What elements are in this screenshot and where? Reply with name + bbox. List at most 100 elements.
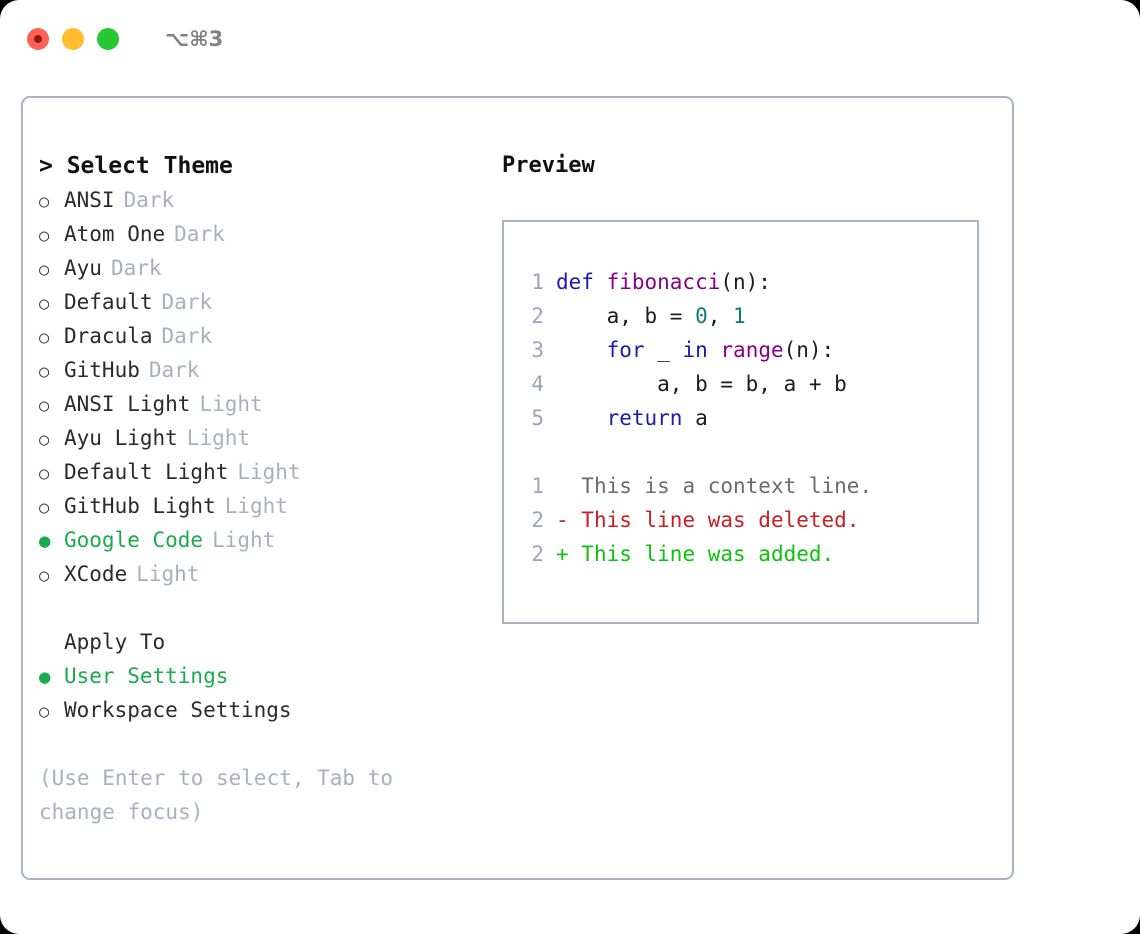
minimize-window-button[interactable] [62, 28, 84, 50]
theme-item-variant: Dark [161, 324, 213, 348]
apply-to-item-user-settings[interactable]: ● User Settings [39, 659, 499, 693]
code-token-pln: , [707, 304, 734, 328]
code-token-pln: _ [644, 338, 683, 362]
apply-to-item-workspace-settings[interactable]: ○ Workspace Settings [39, 693, 499, 727]
code-line-number: 2 [531, 304, 544, 328]
code-token-num: 0 [695, 304, 708, 328]
code-token-kw: return [606, 406, 683, 430]
radio-unselected-icon: ○ [39, 702, 50, 722]
code-token-pln: (n): [783, 338, 835, 362]
radio-unselected-icon: ○ [39, 192, 50, 212]
diff-sample: 1 This is a context line. 2- This line wa… [518, 469, 969, 571]
code-token-pln [556, 338, 607, 362]
code-line: 4 a, b = b, a + b [518, 367, 969, 401]
diff-line-number: 1 [531, 474, 544, 498]
code-token-kw: in [682, 338, 708, 362]
traffic-light-group [27, 28, 119, 50]
code-line: 3 for _ in range(n): [518, 333, 969, 367]
radio-unselected-icon: ○ [39, 498, 50, 518]
code-line: 5 return a [518, 401, 969, 435]
theme-item-label: XCode [64, 562, 128, 586]
code-token-kw: def [556, 270, 607, 294]
code-line-text: def fibonacci(n): [556, 265, 771, 299]
theme-item-label: Default [64, 290, 153, 314]
theme-item-label: Default Light [64, 460, 229, 484]
radio-selected-icon: ● [39, 666, 51, 688]
theme-item-variant: Light [237, 460, 301, 484]
keyboard-hint-text: (Use Enter to select, Tab to change focu… [39, 766, 394, 824]
theme-item-label: Ayu Light [64, 426, 178, 450]
diff-line-del: 2- This line was deleted. [518, 503, 969, 537]
theme-item-default-light[interactable]: ○ Default Light Light [39, 455, 499, 489]
code-line: 2 a, b = 0, 1 [518, 299, 969, 333]
theme-item-ansi[interactable]: ○ ANSI Dark [39, 183, 499, 217]
theme-item-label: Atom One [64, 222, 166, 246]
apply-to-heading: ○ Apply To [64, 630, 166, 654]
theme-item-dracula[interactable]: ○ Dracula Dark [39, 319, 499, 353]
apply-to-item-label: User Settings [64, 664, 229, 688]
code-token-num: 1 [733, 304, 746, 328]
diff-line-number: 2 [531, 542, 544, 566]
radio-unselected-icon: ○ [39, 226, 50, 246]
window-shortcut-label: ⌥⌘3 [165, 27, 224, 51]
maximize-window-button[interactable] [97, 28, 119, 50]
code-line-text: for _ in range(n): [556, 333, 835, 367]
apply-to-item-label: Workspace Settings [64, 698, 292, 722]
radio-unselected-icon: ○ [39, 464, 50, 484]
window-titlebar: ⌥⌘3 [0, 0, 1140, 78]
theme-item-label: Ayu [64, 256, 102, 280]
theme-item-variant: Light [186, 426, 251, 450]
code-token-pln: a, b = b, a + b [556, 372, 847, 396]
diff-line-text: This line was added. [581, 542, 835, 566]
code-token-pln: (n): [720, 270, 771, 294]
close-window-button[interactable] [27, 28, 49, 50]
diff-line-text: This is a context line. [581, 474, 873, 498]
code-token-fn: fibonacci [606, 270, 721, 294]
code-token-pln: a [682, 406, 708, 430]
radio-unselected-icon: ○ [39, 328, 50, 348]
diff-sign: + [556, 542, 582, 566]
theme-item-variant: Dark [123, 188, 175, 212]
section-spacer [39, 591, 499, 625]
select-theme-heading: > Select Theme [39, 153, 233, 179]
theme-item-github-light[interactable]: ○ GitHub Light Light [39, 489, 499, 523]
diff-sign: - [556, 508, 582, 532]
code-token-pln: a, b = [556, 304, 696, 328]
theme-item-label: Google Code [64, 528, 204, 552]
theme-item-label: Dracula [64, 324, 153, 348]
code-line-text: return a [556, 401, 708, 435]
diff-sign [556, 469, 581, 503]
apply-to-list[interactable]: ● User Settings ○ Workspace Settings [39, 659, 499, 727]
code-diff-gap [518, 435, 969, 469]
code-line-text: a, b = b, a + b [556, 367, 847, 401]
radio-unselected-icon: ○ [39, 260, 50, 280]
code-token-pln [556, 406, 607, 430]
theme-item-label: GitHub Light [64, 494, 216, 518]
theme-item-variant: Light [224, 494, 288, 518]
radio-unselected-icon: ○ [39, 566, 50, 586]
theme-item-label: ANSI [64, 188, 115, 212]
code-line-number: 5 [531, 406, 544, 430]
diff-line-text: This line was deleted. [581, 508, 860, 532]
theme-item-variant: Light [199, 392, 263, 416]
diff-line-number: 2 [531, 508, 544, 532]
code-token-kw: for [606, 338, 645, 362]
code-token-pln [708, 338, 721, 362]
code-line-text: a, b = 0, 1 [556, 299, 746, 333]
radio-unselected-icon: ○ [39, 396, 50, 416]
